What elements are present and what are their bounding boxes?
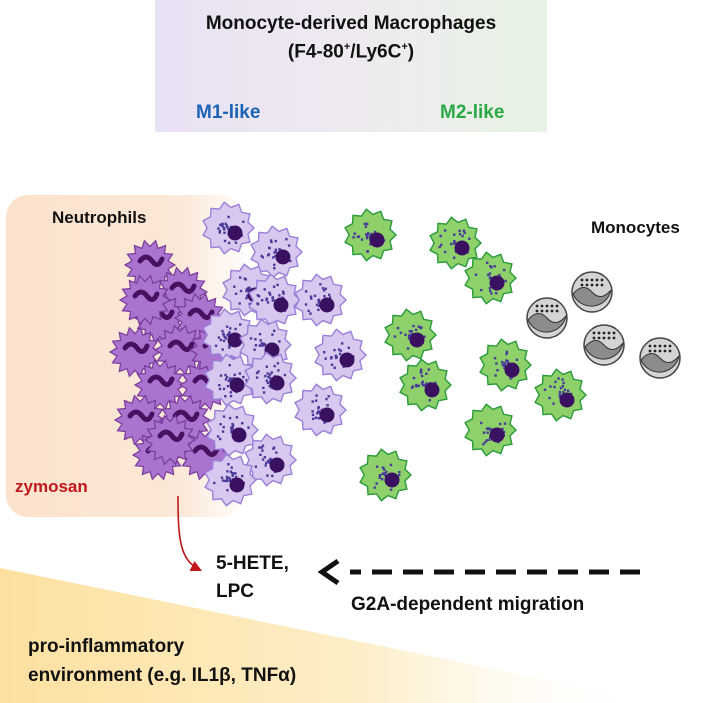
nucleus (489, 427, 505, 443)
m1-macrophage-cell (294, 273, 347, 327)
pro-inflammatory-wedge (0, 568, 660, 703)
m2-macrophage-cell (429, 216, 482, 270)
neutrophil-cell (133, 359, 187, 411)
m1-macrophage-group (202, 201, 367, 507)
nucleus (269, 375, 285, 391)
figure-subtitle: (F4-80+/Ly6C+) (155, 41, 547, 63)
m2-macrophage-cell (384, 308, 437, 362)
nucleus (319, 297, 335, 313)
monocyte-cell (639, 337, 681, 379)
m2-macrophage-cell (479, 338, 532, 392)
nucleus (384, 472, 400, 488)
environment-line-2: environment (e.g. IL1β, TNFα) (28, 665, 297, 686)
m1-macrophage-cell (202, 201, 255, 255)
nucleus (504, 362, 520, 378)
nucleus (269, 457, 285, 473)
nucleus (275, 249, 291, 265)
environment-line-1: pro-inflammatory (28, 636, 185, 657)
nucleus (489, 275, 505, 291)
g2a-migration-label: G2A-dependent migration (351, 594, 585, 615)
nucleus (227, 225, 243, 241)
m1-macrophage-cell (314, 328, 367, 382)
mediators-line-2: LPC (216, 581, 254, 602)
neutrophil-cluster (108, 239, 242, 481)
m1-like-label: M1-like (196, 102, 261, 123)
m1-macrophage-cell (244, 433, 297, 487)
subtitle-mid: /Ly6C (350, 41, 402, 63)
m2-macrophage-group (344, 208, 587, 502)
nucleus (409, 332, 425, 348)
neutrophils-label: Neutrophils (52, 208, 147, 227)
subtitle-main: (F4-80 (287, 41, 344, 63)
nucleus (273, 297, 289, 313)
m2-macrophage-cell (464, 403, 517, 457)
monocyte-cell (526, 297, 568, 339)
nucleus (231, 427, 247, 443)
nucleus (227, 332, 243, 348)
m2-like-label: M2-like (440, 102, 505, 123)
migration-arrowhead (317, 558, 340, 586)
nucleus (229, 377, 245, 393)
nucleus (229, 477, 245, 493)
m1-macrophage-cell (206, 403, 259, 457)
figure-title: Monocyte-derived Macrophages (205, 13, 497, 34)
macrophage-legend-box (155, 0, 547, 132)
m1-macrophage-cell (294, 383, 347, 437)
subtitle-sup-1: + (343, 41, 351, 53)
neutrophil-cell (143, 414, 197, 466)
neutrophil-cell (108, 326, 162, 378)
nucleus (424, 382, 440, 398)
monocyte-cell (583, 324, 625, 366)
m2-macrophage-cell (399, 358, 452, 412)
neutrophil-cell (123, 239, 177, 291)
m2-macrophage-cell (534, 368, 587, 422)
m2-macrophage-cell (359, 448, 412, 502)
m1-macrophage-cell (204, 453, 257, 507)
nucleus (454, 240, 470, 256)
monocytes-label: Monocytes (591, 218, 680, 237)
zymosan-label: zymosan (15, 477, 88, 496)
m2-macrophage-cell (344, 208, 397, 262)
m1-macrophage-cell (244, 351, 297, 405)
nucleus (339, 352, 355, 368)
lipid-mediators-label: 5-HETE, LPC (216, 550, 326, 606)
nucleus (559, 392, 575, 408)
neutrophil-cell (118, 274, 172, 326)
subtitle-end: ) (407, 41, 415, 63)
m1-macrophage-cell (204, 353, 257, 407)
nucleus (369, 232, 385, 248)
m1-macrophage-cell (250, 225, 303, 279)
monocyte-group (526, 271, 681, 379)
m1-macrophage-cell (248, 273, 301, 327)
nucleus (319, 407, 335, 423)
environment-label: pro-inflammatory environment (e.g. IL1β,… (28, 632, 408, 690)
zymosan-arrow (177, 495, 203, 572)
m2-macrophage-cell (464, 251, 517, 305)
m1-macrophage-cell (202, 308, 255, 362)
subtitle-sup-2: + (401, 41, 408, 53)
monocyte-cell (571, 271, 613, 313)
mediators-line-1: 5-HETE, (216, 553, 289, 574)
